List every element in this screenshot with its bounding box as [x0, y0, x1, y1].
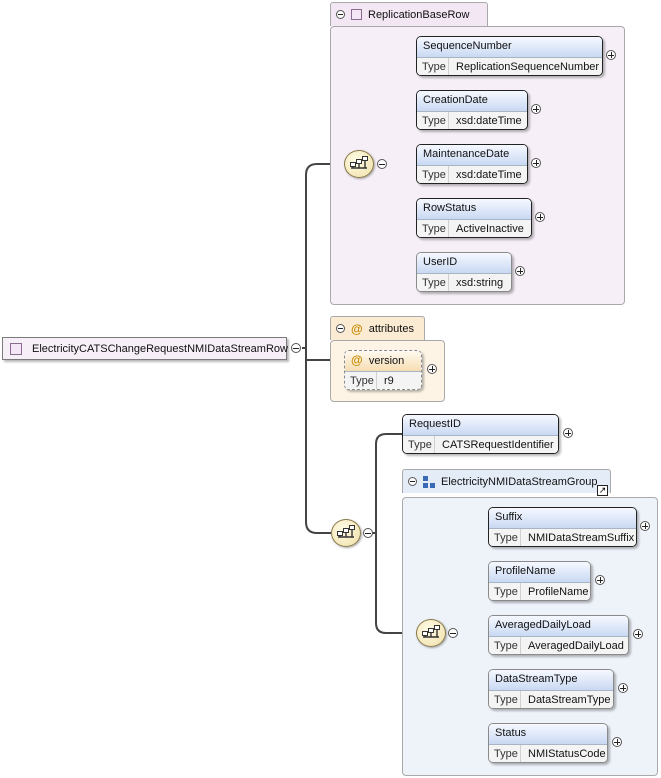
type-label: Type: [345, 372, 377, 389]
type-value: DataStreamType: [528, 694, 611, 706]
root-collapse-button[interactable]: [291, 343, 301, 353]
type-label: Type: [489, 691, 521, 708]
nmi-data-stream-group-title: ElectricityNMIDataStreamGroup: [441, 475, 598, 488]
expand-averaged-daily-load-button[interactable]: [633, 629, 643, 639]
attributes-title: attributes: [368, 322, 414, 335]
collapse-icon[interactable]: [336, 10, 345, 19]
type-label: Type: [417, 58, 449, 75]
expand-row-status-button[interactable]: [535, 212, 545, 222]
sequence-collapse-button[interactable]: [363, 528, 373, 538]
type-label: Type: [489, 745, 521, 762]
sequence-collapse-button[interactable]: [448, 628, 458, 638]
type-label: Type: [403, 436, 435, 453]
type-label: Type: [489, 529, 521, 546]
type-label: Type: [417, 166, 449, 183]
element-status[interactable]: Status Type NMIStatusCode: [488, 723, 608, 763]
element-name: UserID: [417, 253, 511, 274]
sequence-icon: [422, 625, 440, 638]
element-name: RowStatus: [417, 199, 531, 220]
type-value: AveragedDailyLoad: [528, 640, 624, 652]
attribute-icon: @: [351, 353, 363, 367]
element-sequence-number[interactable]: SequenceNumber Type ReplicationSequenceNu…: [416, 36, 603, 76]
go-to-definition-icon[interactable]: ↗: [597, 485, 608, 496]
replication-base-row-tab[interactable]: ReplicationBaseRow: [330, 2, 488, 26]
type-value: ReplicationSequenceNumber: [456, 61, 600, 73]
nmi-data-stream-group-tab[interactable]: ElectricityNMIDataStreamGroup: [402, 469, 611, 493]
attribute-name: version: [368, 355, 405, 367]
element-name: Suffix: [489, 508, 636, 529]
type-label: Type: [489, 637, 521, 654]
type-value: NMIDataStreamSuffix: [528, 532, 635, 544]
group-reference-icon: [423, 475, 435, 488]
type-value: r9: [384, 375, 394, 387]
element-name: MaintenanceDate: [417, 145, 527, 166]
attribute-icon: @: [351, 321, 363, 336]
collapse-icon[interactable]: [408, 477, 417, 486]
type-label: Type: [417, 220, 449, 237]
sequence-compositor[interactable]: [416, 619, 446, 647]
element-user-id[interactable]: UserID Type xsd:string: [416, 252, 512, 292]
expand-user-id-button[interactable]: [515, 266, 525, 276]
type-label: Type: [417, 112, 449, 129]
root-element-label: ElectricityCATSChangeRequestNMIDataStrea…: [32, 342, 288, 355]
attributes-tab[interactable]: @ attributes: [330, 316, 425, 340]
element-name: DataStreamType: [489, 670, 613, 691]
element-name: AveragedDailyLoad: [489, 616, 628, 637]
expand-suffix-button[interactable]: [640, 521, 650, 531]
expand-status-button[interactable]: [612, 737, 622, 747]
complex-type-icon: [10, 342, 22, 355]
expand-data-stream-type-button[interactable]: [618, 683, 628, 693]
element-request-id[interactable]: RequestID Type CATSRequestIdentifier: [402, 414, 559, 454]
type-value: xsd:dateTime: [456, 169, 522, 181]
expand-creation-date-button[interactable]: [531, 104, 541, 114]
type-label: Type: [417, 274, 449, 291]
type-label: Type: [489, 583, 521, 600]
type-value: ProfileName: [528, 586, 589, 598]
type-value: xsd:dateTime: [456, 115, 522, 127]
element-row-status[interactable]: RowStatus Type ActiveInactive: [416, 198, 532, 238]
sequence-collapse-button[interactable]: [377, 159, 387, 169]
element-name: ProfileName: [489, 562, 590, 583]
attribute-version[interactable]: @ version Type r9: [344, 350, 422, 390]
complex-type-icon: [351, 9, 362, 20]
sequence-icon: [350, 156, 368, 169]
expand-version-button[interactable]: [427, 364, 437, 374]
type-value: CATSRequestIdentifier: [442, 439, 554, 451]
expand-maintenance-date-button[interactable]: [531, 158, 541, 168]
element-name: CreationDate: [417, 91, 527, 112]
sequence-compositor[interactable]: [331, 519, 361, 547]
element-suffix[interactable]: Suffix Type NMIDataStreamSuffix: [488, 507, 637, 547]
root-element[interactable]: ElectricityCATSChangeRequestNMIDataStrea…: [2, 337, 288, 360]
element-name: SequenceNumber: [417, 37, 602, 58]
expand-request-id-button[interactable]: [563, 428, 573, 438]
type-value: NMIStatusCode: [528, 748, 606, 760]
element-maintenance-date[interactable]: MaintenanceDate Type xsd:dateTime: [416, 144, 528, 184]
type-value: ActiveInactive: [456, 223, 524, 235]
replication-base-row-title: ReplicationBaseRow: [368, 8, 470, 21]
sequence-icon: [337, 525, 355, 538]
element-name: RequestID: [403, 415, 558, 436]
collapse-icon[interactable]: [336, 324, 345, 333]
element-name: Status: [489, 724, 607, 745]
expand-sequence-number-button[interactable]: [606, 50, 616, 60]
sequence-compositor[interactable]: [344, 150, 374, 178]
element-creation-date[interactable]: CreationDate Type xsd:dateTime: [416, 90, 528, 130]
type-value: xsd:string: [456, 277, 504, 289]
expand-profile-name-button[interactable]: [595, 575, 605, 585]
